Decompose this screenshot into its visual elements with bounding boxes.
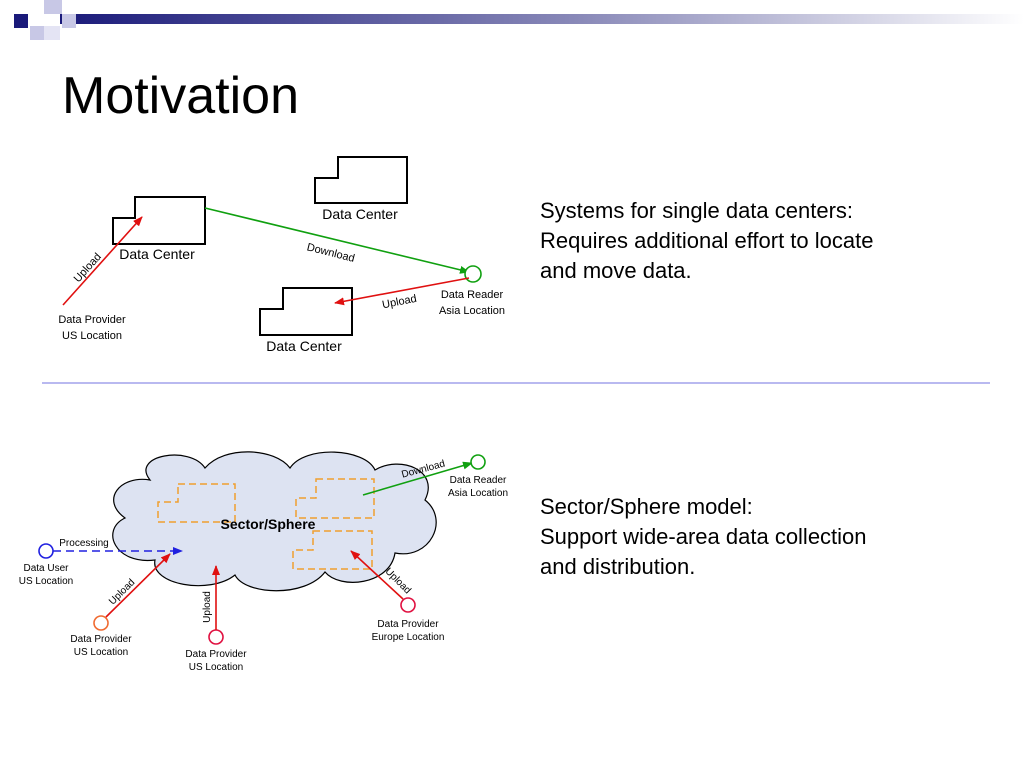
section2-line3: and distribution. [540, 554, 696, 579]
section1-line3: and move data. [540, 258, 692, 283]
data-provider-label-line2: US Location [62, 330, 122, 342]
data-user-node [38, 543, 54, 559]
upload-arrow-top [62, 216, 143, 306]
data-center-label-top: Data Center [322, 206, 398, 222]
upload-label-us-1: Upload [107, 577, 137, 607]
data-user-label-line2: US Location [19, 576, 73, 587]
section1-line1: Systems for single data centers: [540, 198, 854, 223]
data-center-label-bottom: Data Center [266, 338, 342, 354]
data-reader-label-line1: Data Reader [441, 289, 504, 301]
data-center-box-top [314, 156, 408, 204]
data-user-label-line1: Data User [23, 563, 69, 574]
data-provider-us-2-line2: US Location [189, 662, 243, 673]
data-center-label-left: Data Center [119, 246, 195, 262]
data-provider-us-node-2 [208, 629, 224, 645]
title-decoration-bar [14, 0, 1024, 40]
upload-label-reader: Upload [381, 293, 418, 311]
top-diagram: Data Center Data Center Data Center Uplo… [58, 156, 505, 354]
slide-title: Motivation [62, 67, 299, 125]
data-provider-us-2-line1: Data Provider [185, 649, 247, 660]
data-reader-bottom-line1: Data Reader [450, 475, 507, 486]
data-provider-eu-node [400, 597, 416, 613]
section2-line1: Sector/Sphere model: [540, 494, 753, 519]
data-provider-label-line1: Data Provider [58, 314, 126, 326]
data-provider-us-1-line2: US Location [74, 647, 128, 658]
data-provider-us-1-line1: Data Provider [70, 634, 132, 645]
data-provider-us-node-1 [93, 615, 109, 631]
download-arrow-top [204, 207, 470, 274]
section2-text: Sector/Sphere model: Support wide-area d… [540, 492, 867, 582]
dashed-storage-box-2 [295, 478, 375, 519]
upload-arrow-reader [334, 277, 470, 306]
data-center-box-left [112, 196, 206, 245]
download-arrow-bottom [362, 461, 473, 496]
upload-label-us-2: Upload [202, 591, 213, 623]
cloud-label: Sector/Sphere [221, 516, 316, 532]
processing-label: Processing [59, 538, 108, 549]
data-provider-eu-line1: Data Provider [377, 619, 439, 630]
upload-label-eu: Upload [383, 566, 413, 596]
dashed-storage-box-3 [292, 530, 373, 570]
data-reader-node-top [464, 265, 482, 283]
upload-label-top: Upload [72, 251, 104, 285]
download-label-top: Download [306, 241, 356, 264]
section1-text: Systems for single data centers: Require… [540, 196, 873, 286]
section1-line2: Requires additional effort to locate [540, 228, 874, 253]
dashed-storage-box-1 [157, 483, 236, 523]
data-reader-bottom-line2: Asia Location [448, 488, 508, 499]
data-center-box-bottom [259, 287, 353, 336]
data-reader-label-line2: Asia Location [439, 305, 505, 317]
bottom-diagram: Sector/Sphere Download Data Reader Asia … [19, 451, 508, 673]
section2-line2: Support wide-area data collection [540, 524, 867, 549]
data-provider-eu-line2: Europe Location [372, 632, 445, 643]
upload-arrow-us-1 [105, 553, 171, 618]
section-divider [42, 382, 990, 384]
data-reader-node-bottom [470, 454, 486, 470]
upload-arrow-eu [350, 550, 404, 600]
